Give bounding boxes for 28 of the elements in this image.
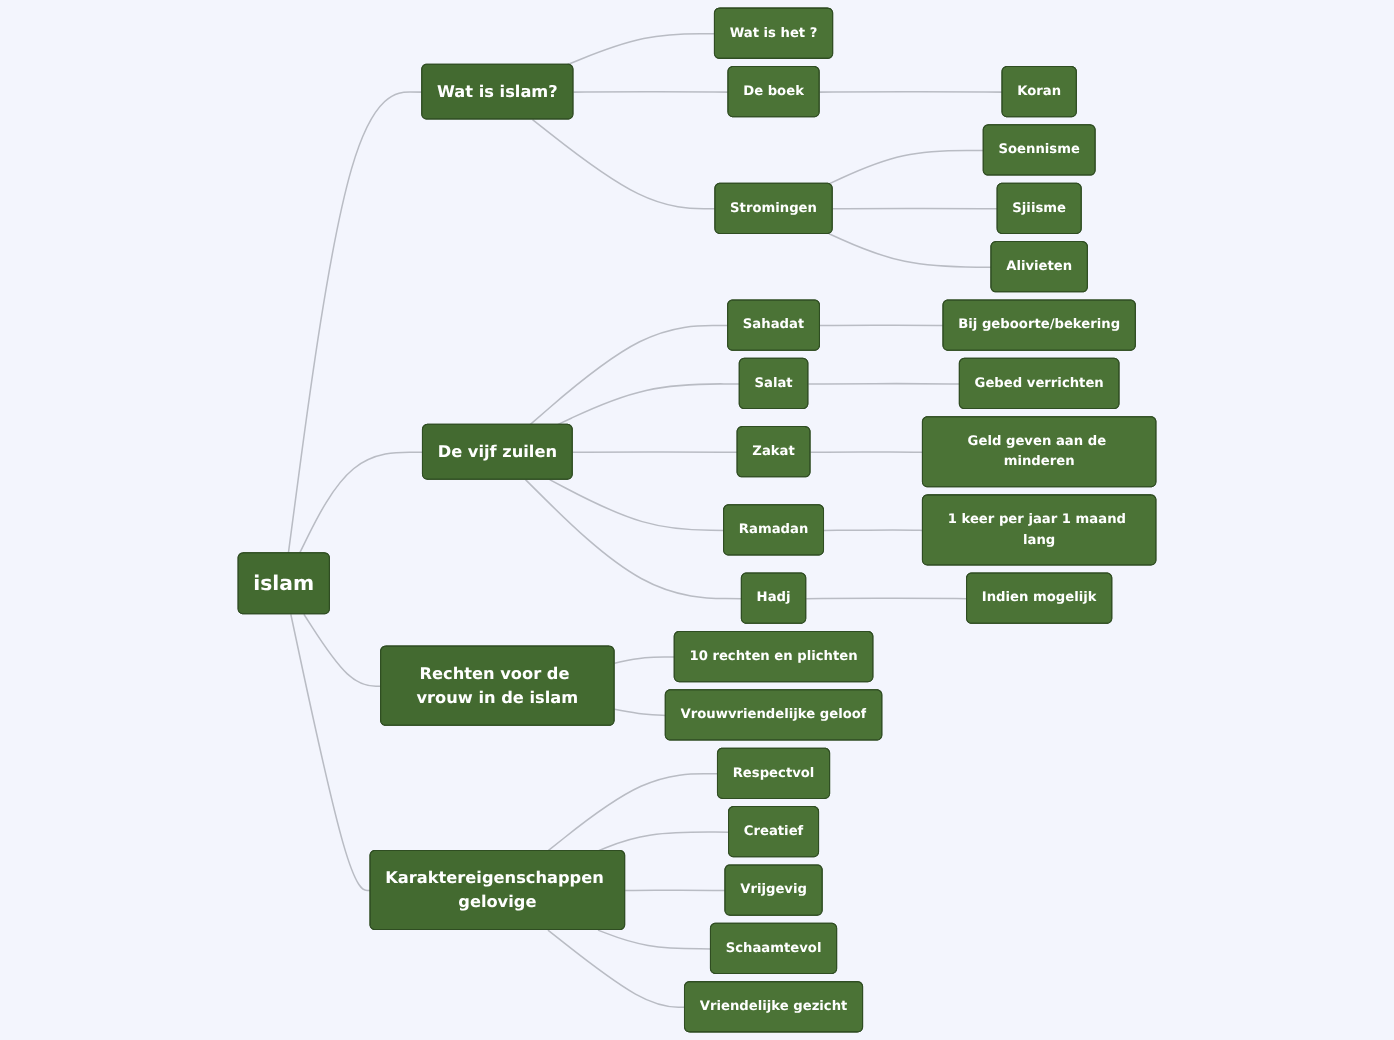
connector (548, 478, 725, 532)
connector (831, 207, 999, 210)
connector (572, 451, 739, 453)
connector (809, 451, 924, 453)
connector (572, 91, 730, 93)
connector (287, 91, 423, 555)
connector (556, 383, 741, 426)
connector (807, 382, 961, 385)
connector (597, 929, 712, 950)
connector (290, 613, 372, 892)
connector (547, 772, 719, 852)
connector (805, 597, 968, 600)
connector (613, 708, 667, 717)
connector (303, 613, 382, 687)
connector (819, 324, 945, 327)
connector (828, 233, 993, 268)
connector (613, 656, 676, 664)
connector (298, 451, 424, 555)
connector (531, 118, 717, 210)
connector (823, 529, 924, 532)
connector (597, 831, 730, 852)
connector (818, 91, 1004, 93)
connector (566, 32, 716, 66)
connector (524, 478, 743, 600)
connector (547, 929, 686, 1008)
connector (624, 889, 727, 892)
connector (529, 324, 729, 426)
connector (828, 149, 985, 185)
